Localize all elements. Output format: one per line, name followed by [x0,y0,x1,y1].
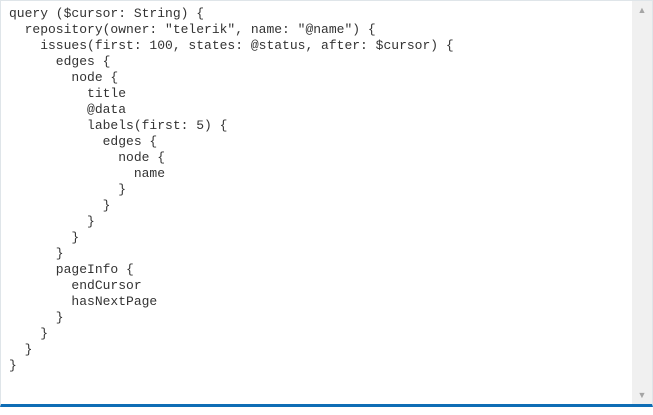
vertical-scrollbar[interactable]: ▲ ▼ [632,1,652,404]
query-code-text[interactable]: query ($cursor: String) { repository(own… [9,6,454,373]
scroll-up-button[interactable]: ▲ [632,1,652,19]
arrow-down-icon: ▼ [637,389,647,400]
scrollbar-track[interactable] [632,19,652,386]
arrow-up-icon: ▲ [637,4,647,15]
scroll-down-button[interactable]: ▼ [632,386,652,404]
